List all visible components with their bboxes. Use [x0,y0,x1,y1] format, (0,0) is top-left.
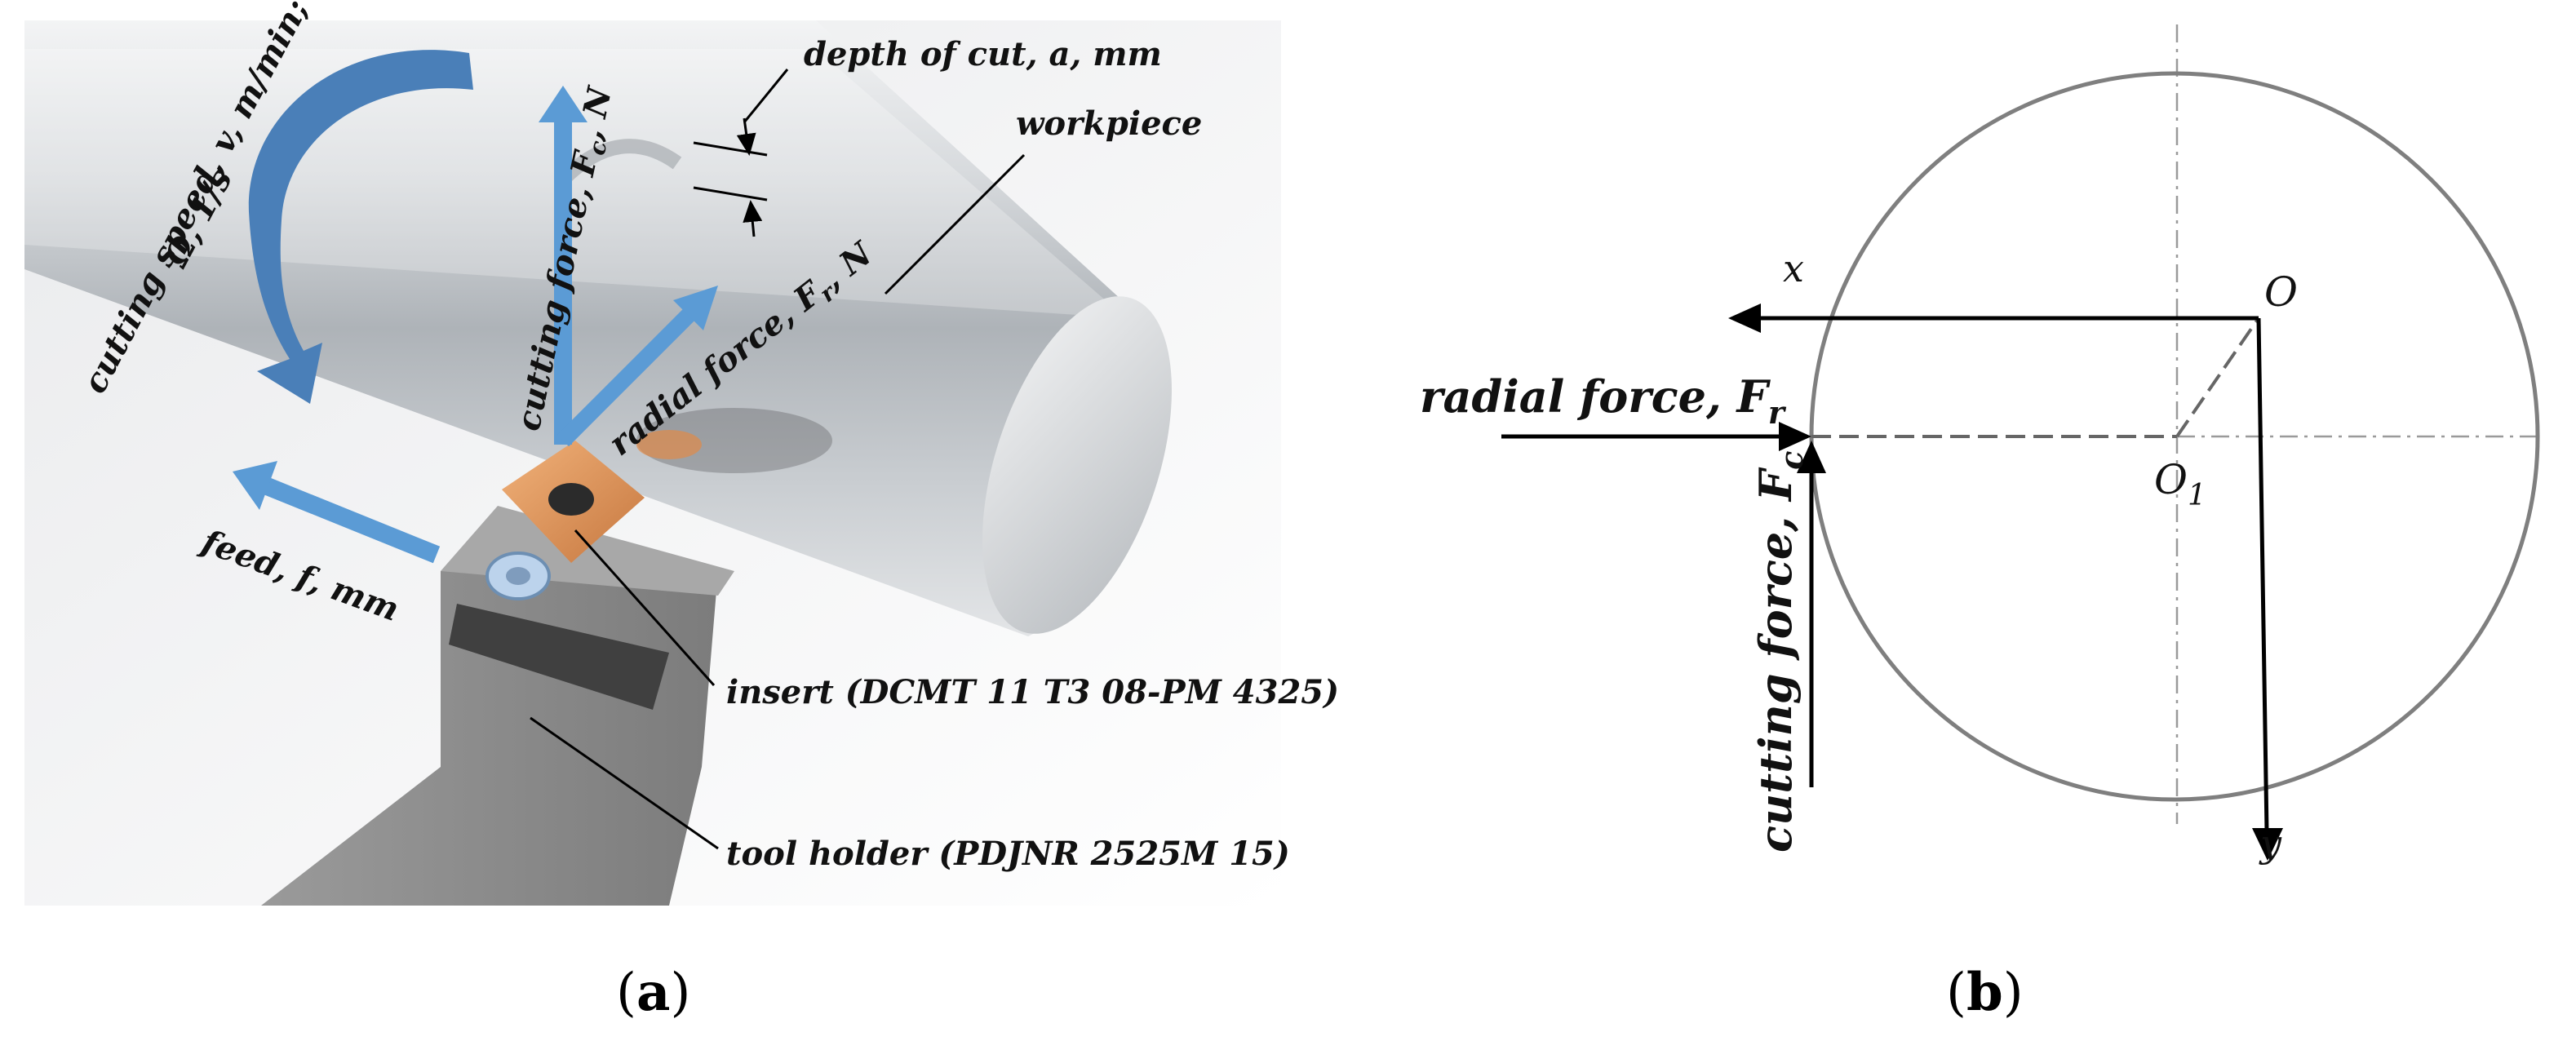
x-axis-label: x [1783,246,1804,290]
y-axis [2256,317,2269,833]
cutting-force-label-b: cutting force, Fc [1749,451,1810,853]
radial-force-arrow [556,299,704,447]
rotation-arrow [248,50,473,405]
insert-label: insert (DCMT 11 T3 08-PM 4325) [726,673,1339,711]
feed-arrow [261,476,441,564]
x-axis-arrowhead [1728,303,1761,333]
panel-b: x y O O1 radial force, Fr cutting force,… [1420,24,2540,1023]
panel-b-caption: (b) [1946,962,2024,1023]
radial-force-label-b: radial force, Fr [1420,370,1787,431]
tool-holder-label: tool holder (PDJNR 2525M 15) [726,835,1290,873]
tool-holder [261,506,734,906]
y-axis-arrowhead [2252,828,2283,861]
workpiece-label: workpiece [1016,104,1202,143]
offset-dashed-line [2175,317,2260,438]
workpiece-leader [884,153,1026,295]
center-label: O1 [2154,456,2206,512]
panel-a-caption: (a) [616,962,690,1023]
panel-a: cutting speed, v, m/min; Ω, 1/s cutting … [24,0,1339,1023]
depth-of-cut-dimension [693,117,768,237]
depth-leader [743,69,789,123]
insert-leader [574,529,716,687]
depth-of-cut-label: depth of cut, a, mm [804,35,1162,73]
origin-label: O [2264,268,2298,316]
holder-leader [530,716,719,850]
blue-arrows [233,50,718,564]
insert [502,430,702,563]
y-axis-label: y [2259,822,2282,866]
